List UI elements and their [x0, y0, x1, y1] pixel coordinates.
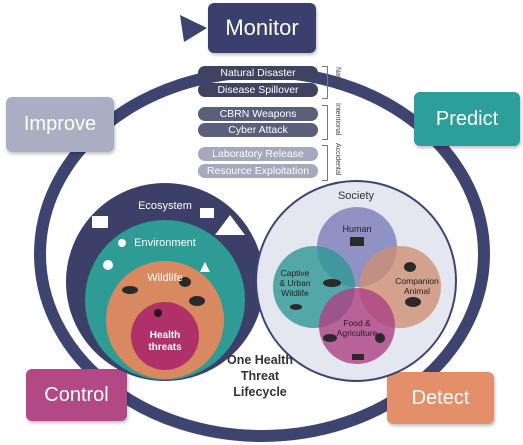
threat-natural-disaster: Natural Disaster: [198, 66, 318, 80]
mountain-icon: [215, 215, 245, 235]
companion-label-1: Companion: [395, 276, 439, 286]
center-title-line-3: Lifecycle: [233, 385, 287, 399]
captive-label-1: Captive: [280, 268, 310, 278]
crops-icon: [352, 354, 364, 360]
control-stage: Control: [26, 369, 127, 421]
monitor-stage: Monitor: [208, 3, 316, 53]
cycle-arrowhead: [180, 15, 207, 42]
cow-icon: [323, 334, 337, 342]
threat-resource-exploitation: Resource Exploitation: [198, 164, 318, 178]
chicken-icon: [375, 333, 385, 343]
tree-icon: [200, 262, 210, 272]
eye-icon: [118, 239, 126, 247]
health-threats-label-1: Health: [149, 330, 181, 341]
city-icon: [200, 208, 214, 218]
virus-icon: [154, 309, 162, 317]
environment-icons: [103, 239, 210, 272]
food-agriculture-circle: [319, 288, 395, 364]
ecosystem-icons: [92, 208, 245, 235]
people-icon: [350, 237, 364, 246]
health-threats-label-2: threats: [148, 342, 182, 353]
fox-icon: [323, 279, 341, 287]
rat-icon: [290, 304, 302, 310]
wildlife-icons: [122, 277, 205, 306]
threat-disease-spillover: Disease Spillover: [198, 83, 318, 97]
cat-icon: [404, 262, 416, 272]
wildlife-label: Wildlife: [147, 272, 183, 284]
sun-icon: [103, 260, 113, 270]
center-title-line-2: Threat: [240, 369, 280, 383]
society-title: Society: [337, 190, 375, 202]
threat-cbrn-weapons: CBRN Weapons: [198, 107, 318, 121]
captive-label-2: & Urban: [279, 278, 311, 288]
bird-icon: [122, 286, 138, 294]
dog-icon: [405, 297, 421, 307]
food-label-2: Agriculture: [336, 328, 378, 338]
health-circle: [131, 302, 199, 370]
intentional-bracket: [322, 105, 328, 140]
food-label-1: Food &: [343, 318, 371, 328]
accidental-bracket: [322, 145, 328, 181]
wolf-icon: [189, 296, 205, 306]
companion-label-2: Animal: [404, 286, 430, 296]
environment-label: Environment: [134, 237, 196, 249]
center-title-line-1: One Health: [227, 353, 293, 367]
captive-label-3: Wildlife: [281, 288, 309, 298]
improve-stage: Improve: [6, 97, 114, 152]
threat-laboratory-release: Laboratory Release: [198, 147, 318, 161]
fence-icon: [92, 216, 108, 228]
predict-stage: Predict: [414, 92, 520, 146]
detect-stage: Detect: [387, 372, 494, 424]
center-title: One Health Threat Lifecycle: [205, 352, 315, 400]
human-label: Human: [342, 224, 372, 234]
deer-icon: [179, 277, 191, 287]
natural-bracket: [322, 66, 328, 99]
threat-cyber-attack: Cyber Attack: [198, 123, 318, 137]
ecosystem-label: Ecosystem: [138, 200, 192, 212]
virus-icon-body: [154, 309, 162, 317]
